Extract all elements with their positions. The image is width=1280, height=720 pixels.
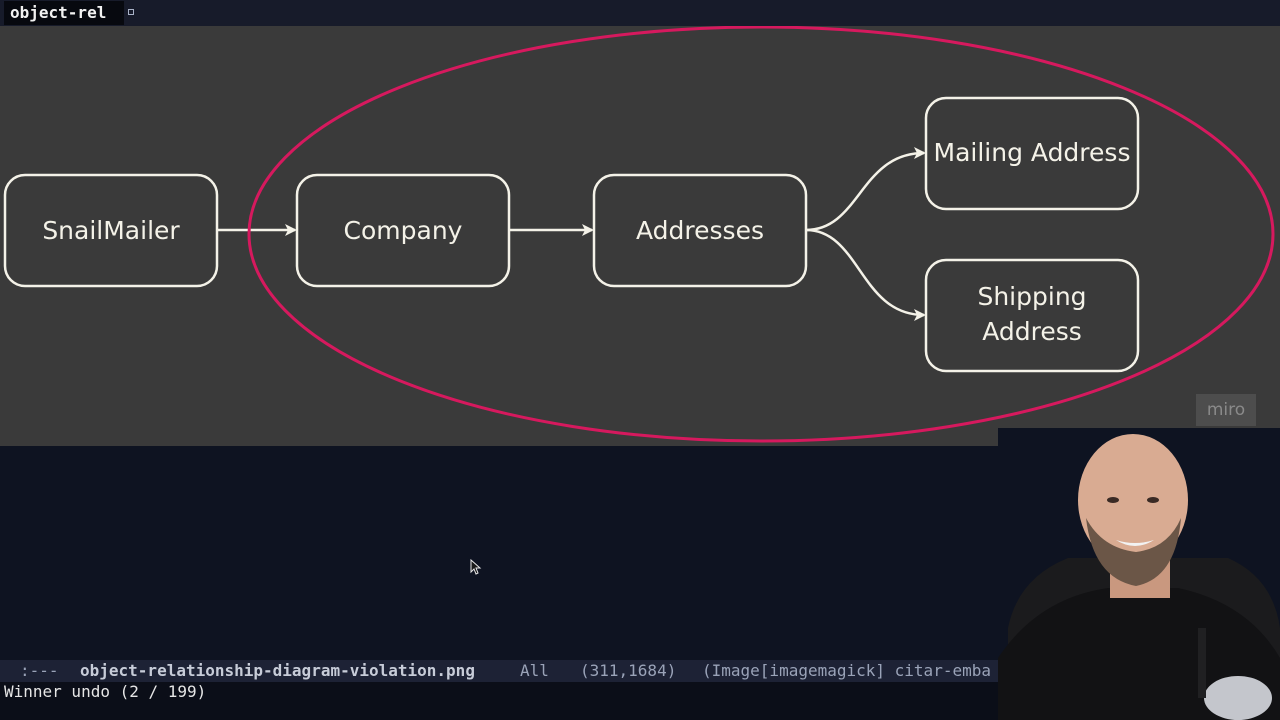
miro-watermark: miro [1196, 394, 1256, 426]
node-label-company: Company [344, 216, 463, 245]
arrow-addresses-mailing [805, 147, 926, 232]
node-label-shipping-line2: Address [982, 317, 1082, 346]
violation-highlight-ellipse [247, 26, 1275, 443]
diagram-image: SnailMailer Company Addresses Mailing Ad… [3, 26, 1275, 443]
modeline-major-modes[interactable]: (Image[imagemagick] citar-emba [702, 661, 991, 680]
node-label-snailmailer: SnailMailer [42, 216, 180, 245]
echo-message: Winner undo (2 / 199) [4, 682, 207, 701]
node-label-addresses: Addresses [636, 216, 764, 245]
node-label-shipping-line1: Shipping [977, 282, 1086, 311]
mouse-pointer-icon [470, 559, 482, 575]
modeline-coordinates: (311,1684) [580, 661, 677, 680]
modeline-position: All [520, 661, 549, 680]
node-label-mailing-address: Mailing Address [934, 138, 1131, 167]
tab-bar: object-rel [0, 0, 1280, 27]
mode-line[interactable]: :--- object-relationship-diagram-violati… [0, 660, 1280, 682]
tab-modified-icon [128, 9, 134, 15]
image-buffer-content: SnailMailer Company Addresses Mailing Ad… [0, 26, 1280, 446]
node-mailing-address [924, 96, 1140, 211]
tab-object-relationship[interactable]: object-rel [4, 1, 124, 25]
webcam-presenter-image [998, 428, 1280, 720]
modeline-filename[interactable]: object-relationship-diagram-violation.pn… [80, 661, 475, 680]
node-shipping-address [924, 258, 1140, 373]
arrow-addresses-shipping [805, 228, 926, 321]
modeline-state: :--- [20, 661, 59, 680]
